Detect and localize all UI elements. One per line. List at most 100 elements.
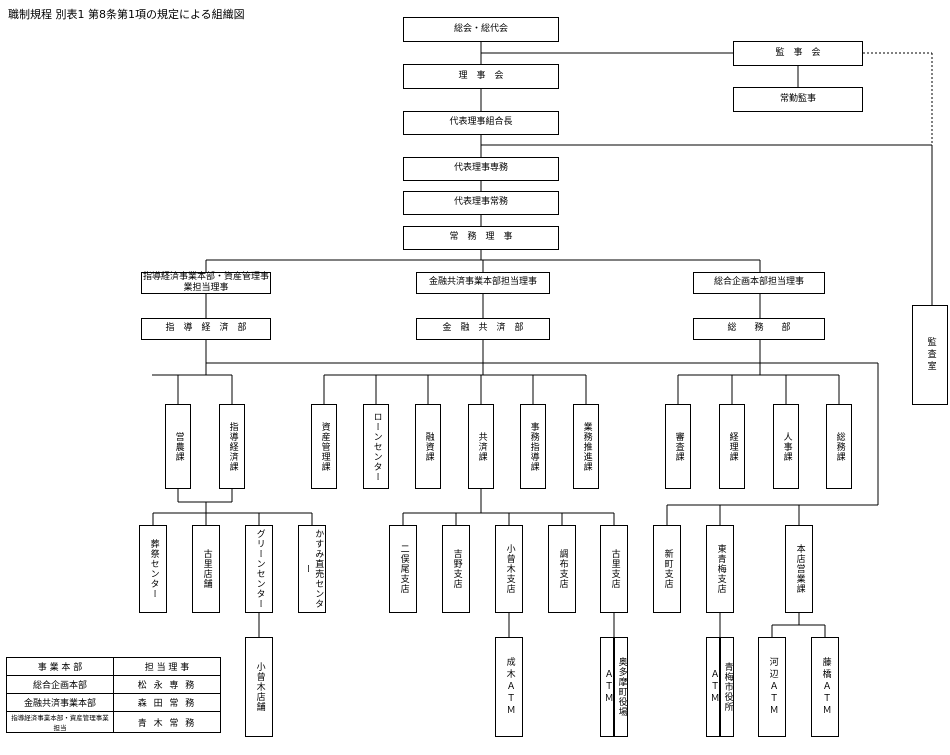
responsibility-table: 事 業 本 部 担 当 理 事 総合企画本部 松 永 専 務 金融共済事業本部 … xyxy=(6,657,221,733)
table-cell-division: 総合企画本部 xyxy=(6,675,114,694)
org-node-audit-office: 監査室 xyxy=(912,305,948,405)
table-header-division: 事 業 本 部 xyxy=(6,657,114,676)
org-node-label: ＡＴＭ xyxy=(602,669,613,705)
org-node-label: 古里店舗 xyxy=(201,549,212,589)
org-node-auditors: 監 事 会 xyxy=(733,41,863,66)
org-node-dept-finance: 金 融 共 済 部 xyxy=(416,318,550,340)
org-node-label: 本店営業課 xyxy=(794,544,805,594)
org-node-higashi-branch: 東青梅支店 xyxy=(706,525,734,613)
org-node-label: 融資課 xyxy=(423,431,434,462)
org-node-label: 事務指導課 xyxy=(528,421,539,472)
org-node-yoshino-branch: 吉野支店 xyxy=(442,525,470,613)
org-node-general-assembly: 総会・総代会 xyxy=(403,17,559,42)
org-node-furusato-store: 古里店舗 xyxy=(192,525,220,613)
org-node-div-guidance-econ: 指導経済課 xyxy=(219,404,245,489)
org-node-ozuki-store: 小曾木店舗 xyxy=(245,637,273,737)
org-node-label: 調布支店 xyxy=(557,549,568,589)
org-node-label: 指導経済課 xyxy=(227,421,238,472)
org-node-label: 総会・総代会 xyxy=(453,23,508,34)
org-node-label: ＡＴＭ xyxy=(708,669,719,705)
org-node-standing-auditor: 常勤監事 xyxy=(733,87,863,112)
org-node-label: 経理課 xyxy=(727,431,738,462)
org-node-label: 監査室 xyxy=(925,337,936,373)
org-node-label: 共済課 xyxy=(476,431,487,462)
org-node-ogu-branch: 二俣尾支店 xyxy=(389,525,417,613)
table-cell-division: 指導経済事業本部・資産管理事業担当 xyxy=(6,711,114,733)
table-row: 事 業 本 部 担 当 理 事 xyxy=(6,657,221,676)
org-node-nariki-atm: 成木ＡＴＭ xyxy=(495,637,523,737)
org-node-label: 常 務 理 事 xyxy=(449,232,513,243)
org-node-label: 成木ＡＴＭ xyxy=(504,657,515,717)
org-node-okutama-atm-b: 奥多摩町役場 xyxy=(614,637,628,737)
org-node-div-accounting: 経理課 xyxy=(719,404,745,489)
org-node-div-review: 審査課 xyxy=(665,404,691,489)
org-node-label: ローンセンター xyxy=(371,411,382,482)
org-node-label: 審査課 xyxy=(673,431,684,462)
org-node-label: 指 導 経 済 部 xyxy=(165,323,247,334)
org-node-div-mutual-aid: 共済課 xyxy=(468,404,494,489)
org-node-funeral-center: 葬祭センター xyxy=(139,525,167,613)
org-node-label: 東青梅支店 xyxy=(715,544,726,594)
org-node-label: 古里支店 xyxy=(609,549,620,589)
org-node-direct-sales-center: かすみ直売センター xyxy=(298,525,326,613)
org-node-board: 理 事 会 xyxy=(403,64,559,89)
org-node-green-center: グリーンセンター xyxy=(245,525,273,613)
org-node-label: 代表理事組合長 xyxy=(449,117,513,128)
org-node-label: 青梅市役所 xyxy=(722,662,733,712)
org-node-label: 理 事 会 xyxy=(458,70,504,81)
org-node-dept-guidance: 指 導 経 済 部 xyxy=(141,318,271,340)
org-node-label: 吉野支店 xyxy=(451,549,462,589)
org-node-ozuki-branch: 小曾木支店 xyxy=(495,525,523,613)
org-node-label: 総 務 部 xyxy=(727,323,791,334)
org-node-label: 二俣尾支店 xyxy=(398,544,409,594)
org-node-div-finance: 融資課 xyxy=(415,404,441,489)
org-node-okutama-atm-a: ＡＴＭ xyxy=(600,637,614,737)
org-node-div-personnel: 人事課 xyxy=(773,404,799,489)
org-node-label: 指導経済事業本部・資産管理事業担当理事 xyxy=(142,271,269,293)
org-node-shinmachi-branch: 新町支店 xyxy=(653,525,681,613)
org-node-label: 小曾木支店 xyxy=(504,544,515,594)
org-node-label: 小曾木店舗 xyxy=(254,662,265,712)
table-cell-division: 金融共済事業本部 xyxy=(6,693,114,712)
org-node-label: 河辺ＡＴＭ xyxy=(767,657,778,717)
table-cell-director: 松 永 専 務 xyxy=(113,675,221,694)
org-node-president: 代表理事組合長 xyxy=(403,111,559,135)
org-node-furusato-branch: 古里支店 xyxy=(600,525,628,613)
org-node-label: 業務推進課 xyxy=(581,421,592,472)
org-node-div-asset: 資産管理課 xyxy=(311,404,337,489)
table-row: 金融共済事業本部 森 田 常 務 xyxy=(6,693,221,712)
table-header-director: 担 当 理 事 xyxy=(113,657,221,676)
org-node-label: 代表理事常務 xyxy=(453,197,508,208)
table-cell-director: 森 田 常 務 xyxy=(113,693,221,712)
org-node-director-planning: 総合企画本部担当理事 xyxy=(693,272,825,294)
org-node-label: 金融共済事業本部担当理事 xyxy=(428,277,537,288)
org-node-label: 代表理事専務 xyxy=(453,163,508,174)
org-node-label: かすみ直売センター xyxy=(302,529,324,609)
org-node-managing: 常 務 理 事 xyxy=(403,226,559,250)
org-node-dept-general: 総 務 部 xyxy=(693,318,825,340)
org-node-label: 資産管理課 xyxy=(319,421,330,472)
org-node-div-admin-guidance: 事務指導課 xyxy=(520,404,546,489)
org-node-label: グリーンセンター xyxy=(254,529,265,609)
org-node-director-guidance: 指導経済事業本部・資産管理事業担当理事 xyxy=(141,272,271,294)
org-node-ome-atm-b: 青梅市役所 xyxy=(720,637,734,737)
org-node-label: 金 融 共 済 部 xyxy=(442,323,524,334)
org-node-label: 奥多摩町役場 xyxy=(616,657,627,717)
org-node-div-farming: 営農課 xyxy=(165,404,191,489)
org-node-director-finance: 金融共済事業本部担当理事 xyxy=(416,272,550,294)
org-node-label: 総務課 xyxy=(834,431,845,462)
org-node-label: 監 事 会 xyxy=(775,47,821,58)
org-node-label: 総合企画本部担当理事 xyxy=(713,277,804,288)
org-node-chofu-branch: 調布支店 xyxy=(548,525,576,613)
org-node-kawabe-atm: 河辺ＡＴＭ xyxy=(758,637,786,737)
org-node-div-promotion: 業務推進課 xyxy=(573,404,599,489)
table-row: 総合企画本部 松 永 専 務 xyxy=(6,675,221,694)
org-node-label: 藤橋ＡＴＭ xyxy=(820,657,831,717)
org-node-div-general-affairs: 総務課 xyxy=(826,404,852,489)
org-node-managing-rep: 代表理事常務 xyxy=(403,191,559,215)
org-node-senior-managing: 代表理事専務 xyxy=(403,157,559,181)
org-node-label: 常勤監事 xyxy=(779,93,816,104)
org-node-div-loan-center: ローンセンター xyxy=(363,404,389,489)
table-row: 指導経済事業本部・資産管理事業担当 青 木 常 務 xyxy=(6,711,221,733)
